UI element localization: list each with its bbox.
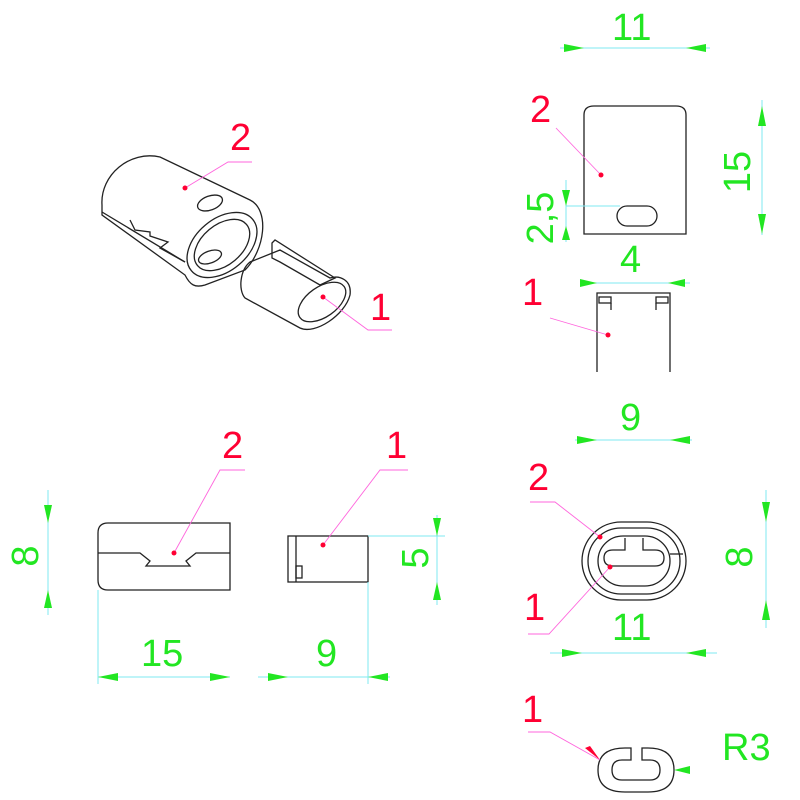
height-dim-8: 8 [5,545,47,566]
side-view-part-2: 8 15 2 [5,425,245,684]
slot-offset-dim: 2,5 [520,192,562,245]
end-view-assembly: 8 11 2 1 [524,457,770,657]
length-dim-9: 9 [316,633,337,675]
part-2-isometric [101,155,264,287]
height-dim-8: 8 [719,546,761,567]
top-view-part-1: 4 9 1 [522,239,692,444]
part-1-leader [322,296,392,331]
width-dim-11: 11 [612,607,651,649]
part-1-label: 1 [386,425,407,467]
part-2-label: 2 [230,117,251,159]
width-dim-9: 9 [620,397,641,439]
radius-dim-r3: R3 [722,727,771,769]
part-1-label: 1 [370,287,391,329]
side-view-part-1: 5 9 1 [258,425,445,684]
top-view-part-2: 11 15 2,5 2 [520,7,766,244]
slot-width-dim-4: 4 [620,239,641,281]
part-2-leader [184,161,252,189]
section-part-1: 1 R3 [522,689,771,793]
height-dim-15: 15 [717,151,759,193]
width-dim-11: 11 [612,7,651,49]
isometric-view: 2 1 [101,117,392,331]
part-1-isometric [240,239,351,331]
part-1-label: 1 [522,272,543,314]
height-dim-5: 5 [395,547,437,568]
part-1-label: 1 [522,689,543,731]
part-2-label: 2 [222,425,243,467]
part-1-label: 1 [524,587,545,629]
part-2-label: 2 [530,89,551,131]
length-dim-15: 15 [141,633,183,675]
part-2-label: 2 [528,457,549,499]
